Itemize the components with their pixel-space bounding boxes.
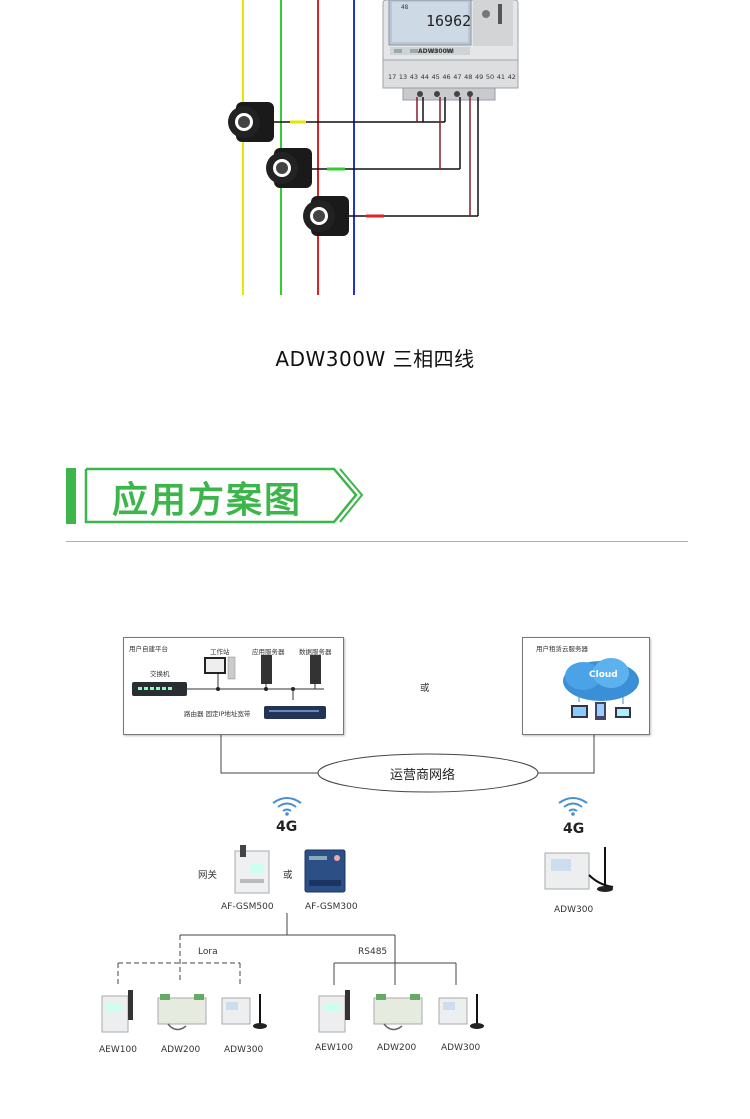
gsm300-label: AF-GSM300 [305,902,358,912]
workstation-label: 工作站 [210,648,230,656]
terminal-label: 17 [388,73,397,81]
meter-lcd-secondary: 48 [401,4,409,11]
right-4g-label: 4G [563,821,585,837]
gsm500-label: AF-GSM500 [221,902,274,912]
platform-network-icons [132,655,326,719]
section-title: 应用方案图 [112,480,303,521]
gsm300-device-icon [304,849,346,893]
terminal-label: 48 [464,73,473,81]
terminal-label: 47 [453,73,462,81]
device-label-aew100: AEW100 [315,1043,353,1053]
wifi-icon [272,797,302,816]
meter-lcd-reading: 16962 [426,12,472,30]
wiring-diagram [228,0,519,295]
heading-accent-bar [66,468,76,524]
device-label-aew100: AEW100 [99,1045,137,1055]
ct-clamp-1 [228,102,274,142]
rs485-label: RS485 [358,947,388,957]
adw300-device-icon [544,847,614,892]
ct-clamp-2 [266,148,312,188]
terminal-label: 13 [398,73,408,81]
ct-clamp-3 [303,196,349,236]
user-platform-box: 用户自建平台 交换机 工作站 应用服务器 数据服务器 路由器 固定IP地址宽带 [123,637,344,735]
router-label: 路由器 固定IP地址宽带 [184,710,251,718]
meter-terminal-row: 17 13 43 44 45 46 47 48 49 50 41 42 [388,73,516,81]
lora-label: Lora [198,947,218,957]
terminal-label: 43 [409,73,419,81]
cloud-label: Cloud [589,670,618,680]
gateway-label: 网关 [198,870,218,881]
user-platform-title: 用户自建平台 [129,645,168,653]
app-server-label: 应用服务器 [252,648,285,656]
device-label-adw200: ADW200 [377,1043,417,1053]
or-label-gateway: 或 [283,870,293,881]
terminal-label: 50 [485,73,495,81]
device-label-adw300: ADW300 [441,1043,481,1053]
adw300-right-label: ADW300 [554,905,594,915]
terminal-label: 41 [496,73,506,81]
adw200-device-icon [373,994,423,1031]
network-label: 运营商网络 [390,768,456,783]
cloud-server-box: 用户租赁云服务器 Cloud [522,637,650,735]
heading-frame [84,467,364,524]
device-label-adw300: ADW300 [224,1045,264,1055]
adw300-device-icon [221,994,267,1029]
terminal-label: 44 [420,73,429,81]
adw300-device-icon [438,994,484,1029]
or-label-top: 或 [420,683,430,694]
heading-divider [66,541,688,542]
terminal-label: 45 [431,73,440,81]
meter-model-label: ADW300W [418,48,454,55]
diagram-connectors [117,734,595,985]
terminal-label: 46 [442,73,451,81]
left-4g-label: 4G [276,819,298,835]
switch-label: 交换机 [150,670,170,678]
aew100-device-icon [318,990,350,1033]
aew100-device-icon [101,990,133,1033]
cloud-icon [563,658,639,720]
meter-device [382,0,519,101]
gsm500-device-icon [234,845,270,894]
wiring-caption: ADW300W 三相四线 [275,347,475,371]
terminal-label: 42 [507,73,516,81]
cloud-server-title: 用户租赁云服务器 [536,645,588,653]
wifi-icon [558,797,588,816]
terminal-label: 49 [475,73,484,81]
device-label-adw200: ADW200 [161,1045,201,1055]
adw200-device-icon [157,994,207,1031]
db-server-label: 数据服务器 [299,648,332,656]
